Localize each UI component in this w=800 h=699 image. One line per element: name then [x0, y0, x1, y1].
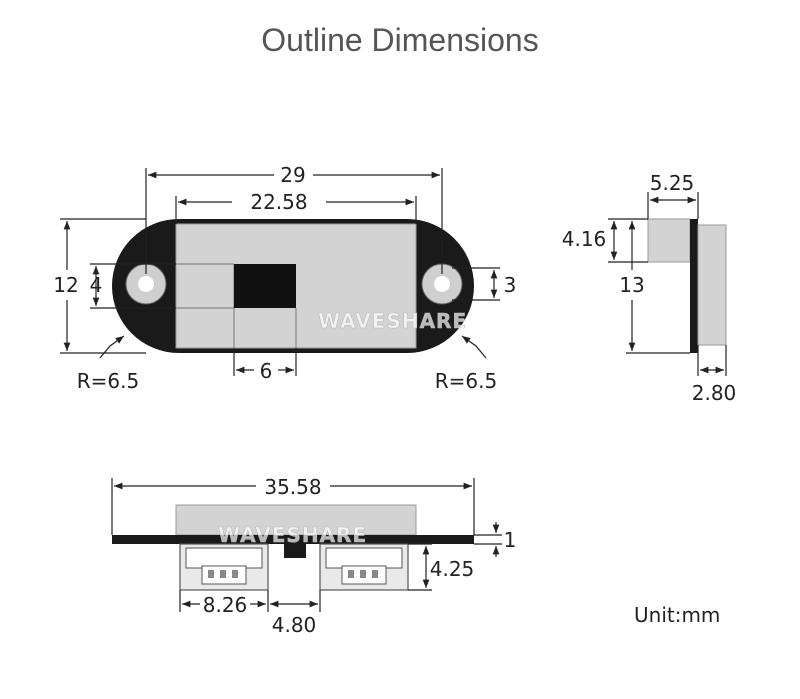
connector-left: [179, 543, 269, 591]
dim-connector-gap: 4.80: [272, 613, 317, 637]
dim-connector-width: 8.26: [203, 593, 248, 617]
dim-side-front-height: 4.16: [562, 227, 607, 251]
dim-radius-left: R=6.5: [77, 369, 139, 393]
bottom-board: [112, 535, 474, 544]
side-connector: [697, 224, 727, 346]
side-board: [690, 219, 698, 353]
bottom-center-component: [284, 544, 306, 558]
dim-center-block: 6: [260, 359, 273, 383]
side-sensor-front: [647, 218, 691, 263]
bottom-sensor: [175, 504, 417, 536]
bottom-view: 35.58 1 4.25 8.26 4.80 WAVESHARE: [111, 475, 517, 637]
unit-label: Unit:mm: [634, 603, 720, 627]
dim-connector-height: 4.25: [430, 557, 475, 581]
dim-radius-right: R=6.5: [435, 369, 497, 393]
side-view: 5.25 4.16 13 2.80: [562, 171, 737, 405]
mount-hole-right-center: [434, 276, 450, 292]
dim-hole-diameter-left: 4: [90, 273, 103, 297]
dim-board-height: 12: [53, 273, 78, 297]
watermark-top: WAVESHARE: [318, 309, 467, 333]
dim-side-bottom-width: 2.80: [692, 381, 737, 405]
top-view: 29 22.58 12 4 3 6 R=6.5 R=6.5 W: [53, 163, 516, 393]
dim-side-total-height: 13: [619, 273, 644, 297]
sensor-window: [234, 264, 296, 308]
dim-hole-diameter-right: 3: [504, 273, 517, 297]
watermark-bottom: WAVESHARE: [218, 523, 367, 547]
dim-sensor-width: 22.58: [250, 190, 307, 214]
connector-right: [319, 543, 409, 591]
dim-board-thickness: 1: [504, 528, 517, 552]
page-title: Outline Dimensions: [261, 22, 539, 58]
dim-bottom-overall-width: 35.58: [264, 475, 321, 499]
mount-hole-left-center: [138, 276, 154, 292]
dim-top-overall-width: 29: [280, 163, 305, 187]
dim-side-top-width: 5.25: [650, 171, 695, 195]
